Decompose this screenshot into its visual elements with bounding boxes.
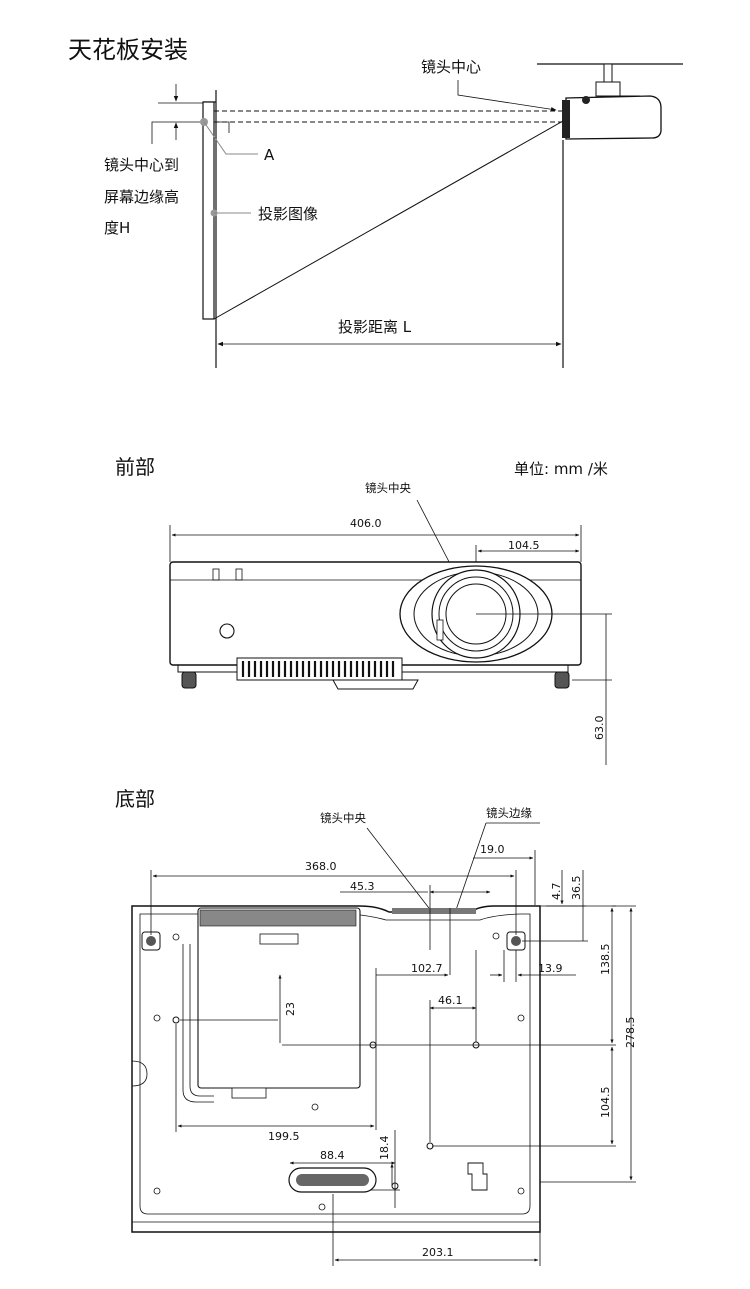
dim-406-text: 406.0 [350, 517, 382, 530]
ceiling-mount-bracket [595, 81, 621, 97]
dim-19-text: 19.0 [480, 843, 505, 856]
point-a-leader [203, 121, 258, 155]
height-ref-bottom [151, 121, 200, 144]
front-lens-center-label: 镜头中央 [365, 481, 411, 495]
bottom-lens-edge-leader [455, 822, 487, 911]
dim-23-text: 23 [284, 1002, 297, 1016]
dim-368-text: 368.0 [305, 860, 337, 873]
mount-hole-1 [172, 1016, 180, 1024]
dim-138-text: 138.5 [599, 944, 612, 976]
projector-front-icon [169, 561, 582, 690]
lens-center-level [214, 121, 230, 133]
dim-36-5-text: 36.5 [570, 876, 583, 901]
projector-bottom-icon [131, 905, 541, 1233]
bottom-lens-edge-label: 镜头边缘 [486, 806, 532, 820]
lens-center-label: 镜头中心 [421, 58, 481, 76]
dim-18-text: 18.4 [378, 1136, 391, 1161]
bottom-section: 底部 镜头中央 镜头边缘 [115, 787, 637, 1266]
height-label-line3: 度H [104, 219, 130, 237]
projector-side-icon [562, 95, 662, 140]
lens-center-leader [457, 80, 557, 112]
height-label-line1: 镜头中心到 [104, 156, 179, 174]
dim-104b-text: 104.5 [599, 1087, 612, 1119]
dim-45-text: 45.3 [350, 880, 375, 893]
ceiling-section: 天花板安装 镜头中心 镜头中心到 屏幕边缘高 度H [68, 36, 683, 368]
ray-bottom [213, 120, 564, 320]
ceiling-mount-pole [603, 63, 613, 83]
front-section: 前部 单位: mm /米 镜头中央 406.0 104.5 [115, 455, 612, 765]
point-a-label: A [264, 146, 275, 164]
unit-label: 单位: mm /米 [514, 460, 608, 478]
bottom-lens-center-label: 镜头中央 [320, 811, 366, 825]
bottom-title: 底部 [115, 787, 155, 811]
dim-203-text: 203.1 [422, 1246, 454, 1259]
dim-278-text: 278.5 [624, 1017, 637, 1049]
dim-63-text: 63.0 [593, 716, 606, 741]
dim-102-text: 102.7 [411, 962, 443, 975]
front-title: 前部 [115, 455, 155, 479]
height-label-line2: 屏幕边缘高 [104, 188, 179, 206]
dim-88-text: 88.4 [320, 1149, 345, 1162]
distance-label: 投影距离 L [338, 318, 412, 336]
projected-image-label: 投影图像 [258, 205, 318, 223]
dim-104-text: 104.5 [508, 539, 540, 552]
dim-4-7-text: 4.7 [550, 883, 563, 901]
dim-46-text: 46.1 [438, 994, 463, 1007]
dim-199-text: 199.5 [268, 1130, 300, 1143]
bottom-lens-center-leader [366, 827, 433, 913]
ceiling-title: 天花板安装 [68, 36, 188, 64]
dim-13-9-text: 13.9 [538, 962, 563, 975]
